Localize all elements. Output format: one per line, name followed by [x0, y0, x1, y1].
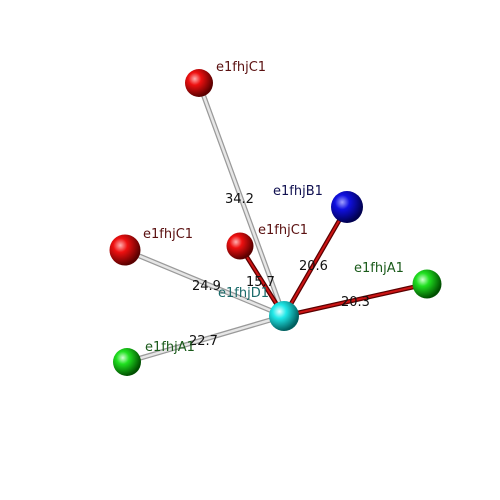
- edge-center-right-green: [281, 281, 430, 319]
- node-right-green[interactable]: [412, 269, 442, 299]
- node-label-top-red: e1fhjC1: [216, 60, 266, 75]
- edge-label-right-green: 20.3: [341, 295, 370, 310]
- node-center[interactable]: [269, 301, 299, 331]
- edge-label-blue: 20.6: [299, 259, 328, 274]
- node-labels: e1fhjC1 e1fhjC1 e1fhjC1 e1fhjB1 e1fhjA1 …: [143, 60, 404, 355]
- node-label-blue: e1fhjB1: [273, 184, 323, 199]
- edges: [122, 80, 430, 365]
- edge-center-top-red: [196, 80, 287, 319]
- node-label-left-green: e1fhjA1: [145, 340, 195, 355]
- edge-labels: 34.2 24.9 22.7 15.7 20.6 20.3: [189, 192, 370, 349]
- node-blue[interactable]: [331, 191, 363, 223]
- edge-label-left-red: 24.9: [192, 279, 221, 294]
- edge-label-mid-red: 15.7: [246, 275, 275, 290]
- edge-center-blue: [281, 204, 350, 319]
- node-label-right-green: e1fhjA1: [354, 261, 404, 276]
- node-label-center: e1fhjD1: [218, 286, 269, 301]
- edge-label-top-red: 34.2: [225, 192, 254, 207]
- node-mid-red[interactable]: [226, 232, 254, 260]
- edge-label-left-green: 22.7: [189, 334, 218, 349]
- node-left-red[interactable]: [109, 234, 141, 266]
- node-label-mid-red: e1fhjC1: [258, 223, 308, 238]
- edge-center-left-red: [122, 247, 287, 319]
- node-left-green[interactable]: [113, 348, 141, 376]
- node-label-left-red: e1fhjC1: [143, 227, 193, 242]
- edge-center-left-green: [124, 313, 287, 365]
- node-top-red[interactable]: [185, 69, 213, 97]
- nodes: [109, 69, 442, 376]
